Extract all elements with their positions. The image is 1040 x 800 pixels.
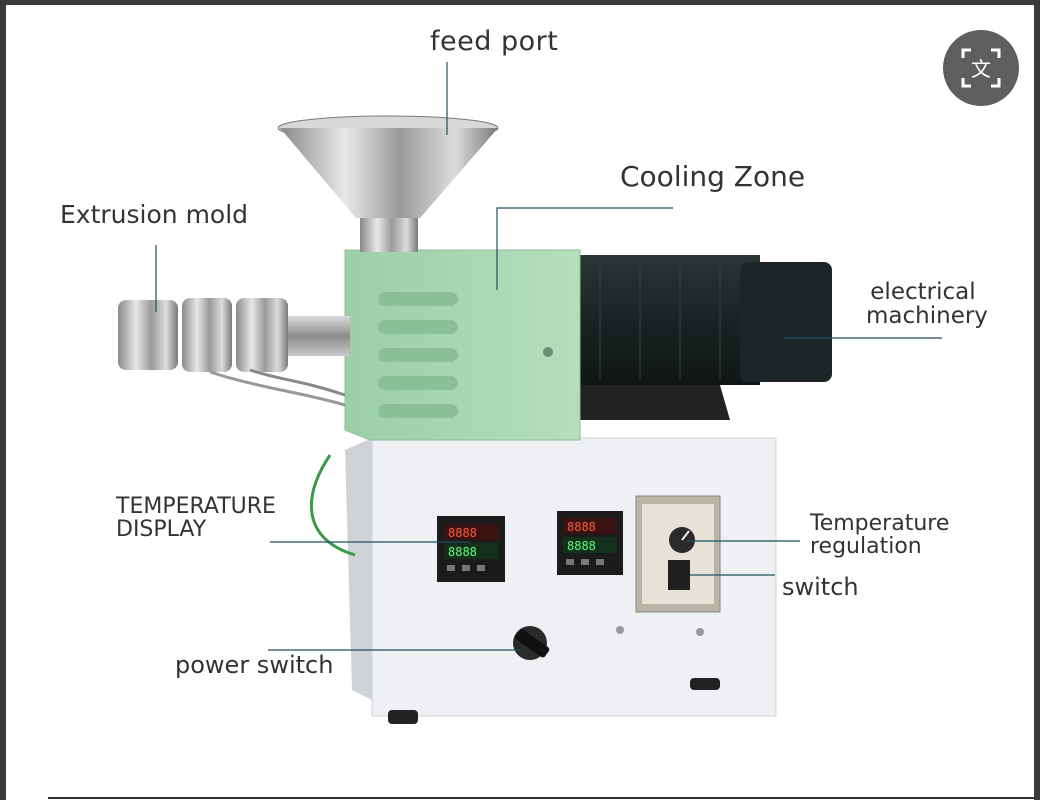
svg-text:8888: 8888 [448,526,477,540]
label-temperature-display-line2: DISPLAY [116,517,207,543]
label-power-switch: power switch [175,651,334,679]
label-extrusion-mold: Extrusion mold [60,200,249,229]
label-feed-port: feed port [430,26,559,57]
bottom-divider [48,797,1036,799]
translate-button[interactable]: 文 [943,30,1019,106]
label-electrical-machinery-line1: electrical [870,279,976,305]
label-temperature-regulation-line2: regulation [810,534,922,560]
temperature-display-right: 8888 8888 [557,511,623,575]
label-cooling-zone: Cooling Zone [620,160,806,193]
label-temperature-display: TEMPERATURE DISPLAY [116,495,276,541]
label-electrical-machinery: electrical machinery [858,280,988,328]
extrusion-barrel [118,298,356,557]
label-temperature-display-line1: TEMPERATURE [116,494,276,519]
svg-text:8888: 8888 [448,545,477,559]
label-switch: switch [782,573,859,601]
window-frame-left [0,0,6,800]
translate-icon: 文 [961,48,1001,88]
rocker-switch[interactable] [668,560,690,590]
temperature-regulation-panel [635,495,721,613]
label-temperature-regulation: Temperature regulation [810,512,949,558]
power-switch-knob[interactable] [513,626,550,660]
translate-glyph: 文 [971,57,991,81]
label-temperature-regulation-line1: Temperature [810,511,950,536]
electrical-motor [570,255,832,420]
window-frame-right [1034,0,1040,800]
svg-text:8888: 8888 [567,539,596,553]
feed-hopper [277,115,499,252]
window-frame-top [0,0,1040,5]
cooling-zone-housing [344,249,581,441]
annotation-lines [155,62,942,651]
label-electrical-machinery-line2: machinery [866,303,988,330]
svg-text:8888: 8888 [567,520,596,534]
temperature-display-left: 8888 8888 [437,516,505,582]
